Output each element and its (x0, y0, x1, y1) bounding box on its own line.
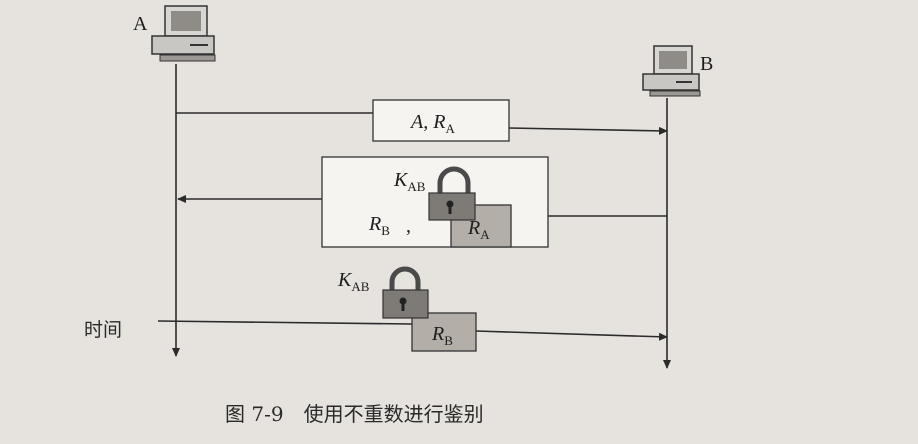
computer-b-icon (642, 45, 701, 97)
computer-a-icon (151, 5, 216, 62)
message-2: KAB RB , RA (177, 156, 667, 248)
host-a-label: A (133, 13, 148, 35)
message-1-text: A, RA (409, 111, 455, 136)
message-3-key-label: KAB (337, 269, 370, 294)
message-1-arrow (508, 126, 668, 135)
message-2-key-label: KAB (393, 169, 426, 194)
message-2-packet-label: RA (467, 217, 490, 242)
message-3-line-left (157, 320, 413, 325)
lock-icon (382, 266, 429, 319)
message-3: KAB RB (157, 266, 668, 352)
message-1: A, RA (176, 99, 668, 142)
message-2-nonce-label: RB (368, 213, 390, 238)
message-3-packet (411, 312, 477, 352)
lock-icon (428, 166, 476, 221)
host-b-label: B (700, 53, 713, 75)
time-label: 时间 (84, 319, 122, 341)
message-1-box (372, 99, 510, 142)
message-3-packet-label: RB (431, 323, 453, 348)
figure-caption: 图 7-9 使用不重数进行鉴别 (225, 402, 484, 426)
message-2-comma: , (406, 215, 411, 237)
message-3-arrow (475, 330, 668, 341)
